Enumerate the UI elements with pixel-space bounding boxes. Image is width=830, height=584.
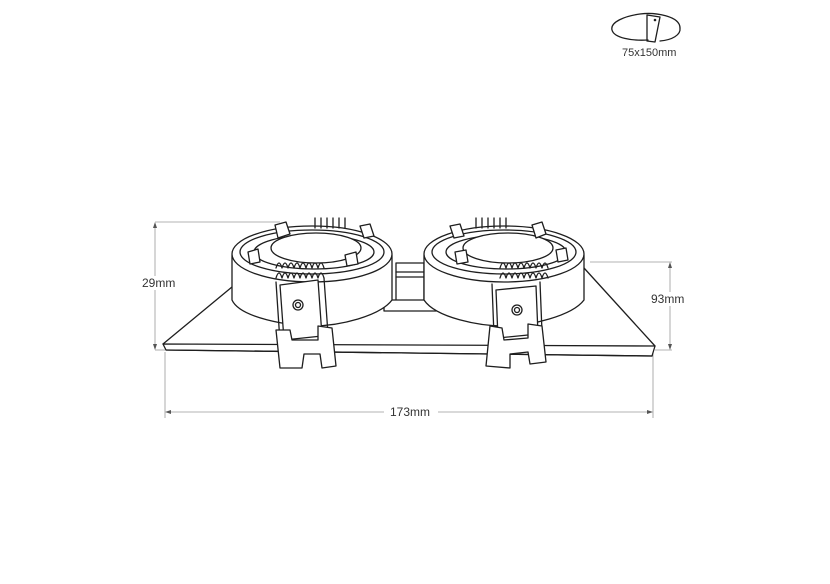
- right-lamp-housing: [423, 217, 585, 369]
- height-dimension-right: [590, 261, 672, 351]
- spring-coil: [275, 262, 325, 279]
- cutout-tool-icon: [611, 12, 681, 43]
- width-dimension-bottom: [164, 352, 654, 418]
- connector-pins: [314, 217, 346, 229]
- cutout-size-label: 75x150mm: [622, 47, 677, 59]
- height-label-right: 93mm: [651, 292, 685, 306]
- left-lamp-housing: [231, 217, 393, 369]
- spring-coil: [499, 262, 549, 279]
- width-label-bottom: 173mm: [390, 405, 431, 419]
- connector-pins: [475, 217, 507, 229]
- height-label-left: 29mm: [142, 276, 176, 290]
